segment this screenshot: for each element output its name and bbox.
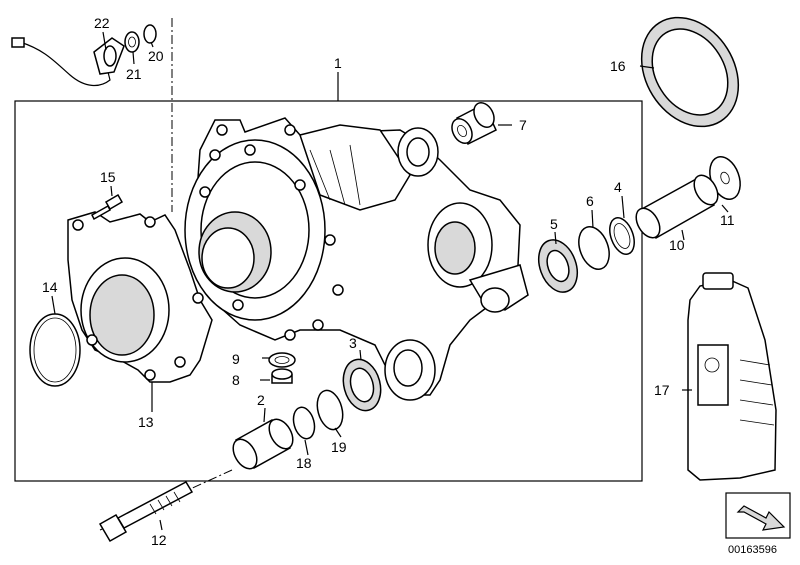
part-5-bearing[interactable] [532,234,584,297]
part-2-sleeve[interactable] [228,415,297,473]
label-4: 4 [614,179,622,195]
label-9: 9 [232,351,240,367]
label-17: 17 [654,382,670,398]
part-9-seal-ring[interactable] [268,352,296,368]
label-6: 6 [586,193,594,209]
part-22-sensor[interactable] [11,37,125,86]
part-3-needle-bearing[interactable] [338,355,386,415]
part-15-bolt[interactable] [91,193,124,221]
label-15: 15 [100,169,116,185]
part-20-oring[interactable] [143,24,157,44]
label-8: 8 [232,372,240,388]
part-18-ring[interactable] [290,405,318,441]
part-10-axle[interactable] [631,171,722,242]
part-8-plug[interactable] [271,368,293,384]
label-5: 5 [550,216,558,232]
part-11-washer[interactable] [704,153,745,204]
label-19: 19 [331,439,347,455]
label-1: 1 [334,55,342,71]
label-7: 7 [519,117,527,133]
label-10: 10 [669,237,685,253]
label-21: 21 [126,66,142,82]
part-6-circlip[interactable] [573,223,614,274]
label-13: 13 [138,414,154,430]
arrow-icon [736,505,786,531]
label-14: 14 [42,279,58,295]
label-2: 2 [257,392,265,408]
label-18: 18 [296,455,312,471]
part-19-ring[interactable] [313,388,347,433]
part-1-housing[interactable] [184,117,529,401]
part-17-oil-bottle[interactable] [687,272,777,481]
part-21-ring[interactable] [124,31,140,53]
label-11: 11 [720,212,735,228]
label-22: 22 [94,15,110,31]
label-12: 12 [151,532,167,548]
part-7-bushing[interactable] [448,99,498,146]
part-14-circlip[interactable] [29,313,81,387]
label-16: 16 [610,58,626,74]
part-12-long-bolt[interactable] [98,481,194,543]
part-16-seal[interactable] [622,0,758,145]
part-4-ring[interactable] [605,214,639,257]
label-3: 3 [349,335,357,351]
label-20: 20 [148,48,164,64]
reference-number: 00163596 [728,544,777,556]
part-13-flange[interactable] [67,211,213,383]
assembly-frame [14,100,643,482]
orientation-box: 00163596 [725,492,791,556]
leader-lines [51,31,729,531]
